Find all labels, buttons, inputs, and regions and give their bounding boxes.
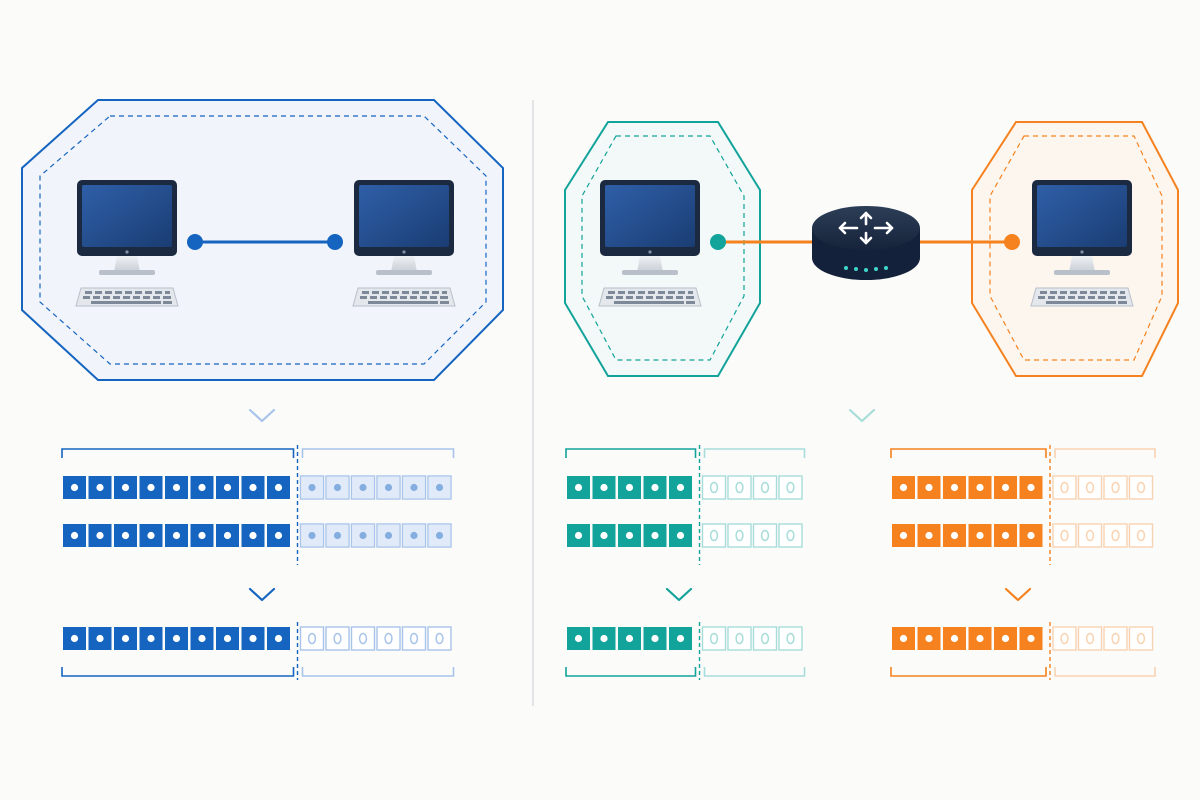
- host-bit: [427, 626, 452, 651]
- router-icon: [812, 206, 920, 280]
- host-bit: [350, 475, 376, 500]
- host-portion-bracket: [703, 667, 806, 677]
- chevron-down-icon: [248, 408, 276, 423]
- host-bit: [376, 475, 401, 500]
- host-bit: [701, 475, 727, 500]
- chevron-down-icon: [848, 408, 876, 423]
- chevron-down-icon: [1004, 587, 1032, 602]
- host-bit: [1077, 523, 1103, 548]
- host-portion-bracket: [703, 448, 806, 458]
- orange-result-row-1: [892, 626, 1154, 651]
- host-bit: [401, 626, 427, 651]
- host-bit: [1052, 523, 1077, 548]
- chevron-down-icon: [665, 587, 693, 602]
- host-bit: [325, 475, 350, 500]
- host-bit: [1052, 475, 1077, 500]
- network-portion-bracket: [890, 667, 1047, 677]
- host-bit: [299, 523, 325, 548]
- host-bit: [427, 475, 452, 500]
- host-bit: [1077, 626, 1103, 651]
- host-bit: [1128, 626, 1154, 651]
- host-bit: [752, 626, 778, 651]
- host-portion-bracket: [301, 448, 455, 458]
- host-bit: [376, 626, 401, 651]
- host-bit: [325, 626, 350, 651]
- host-bit: [350, 626, 376, 651]
- host-bit: [427, 523, 452, 548]
- host-bit: [1128, 475, 1154, 500]
- host-bit: [350, 523, 376, 548]
- network-portion-bracket: [565, 448, 697, 458]
- host-bit: [1103, 626, 1128, 651]
- host-bit: [1128, 523, 1154, 548]
- direct-link: [187, 234, 343, 250]
- host-bit: [727, 475, 752, 500]
- teal-result-row-1: [567, 626, 803, 651]
- host-bit: [752, 475, 778, 500]
- host-bit: [1077, 475, 1103, 500]
- host-bit: [778, 523, 803, 548]
- network-portion-bracket: [890, 448, 1047, 458]
- network-portion-bracket: [565, 667, 697, 677]
- host-bit: [376, 523, 401, 548]
- orange-address-row-1: [892, 475, 1154, 500]
- host-bit: [1052, 626, 1077, 651]
- orange-address-row-2: [892, 523, 1154, 548]
- left-result-row-1: [63, 626, 452, 651]
- host-bit: [1103, 475, 1128, 500]
- host-bit: [752, 523, 778, 548]
- left-address-row-1: [63, 475, 452, 500]
- chevron-down-icon: [248, 587, 276, 602]
- network-portion-bracket: [61, 667, 295, 677]
- host-bit: [701, 523, 727, 548]
- host-portion-bracket: [301, 667, 455, 677]
- host-bit: [401, 475, 427, 500]
- left-network-boundary: [21, 99, 504, 381]
- host-bit: [299, 626, 325, 651]
- host-bit: [727, 523, 752, 548]
- network-portion-bracket: [61, 448, 295, 458]
- teal-address-row-2: [567, 523, 803, 548]
- host-bit: [701, 626, 727, 651]
- host-portion-bracket: [1054, 448, 1156, 458]
- host-bit: [401, 523, 427, 548]
- host-bit: [727, 626, 752, 651]
- host-bit: [325, 523, 350, 548]
- host-portion-bracket: [1054, 667, 1156, 677]
- host-bit: [299, 475, 325, 500]
- host-bit: [778, 626, 803, 651]
- host-bit: [1103, 523, 1128, 548]
- teal-address-row-1: [567, 475, 803, 500]
- host-bit: [778, 475, 803, 500]
- bit-rows: [61, 445, 1156, 680]
- left-address-row-2: [63, 523, 452, 548]
- routed-link: [710, 234, 1020, 250]
